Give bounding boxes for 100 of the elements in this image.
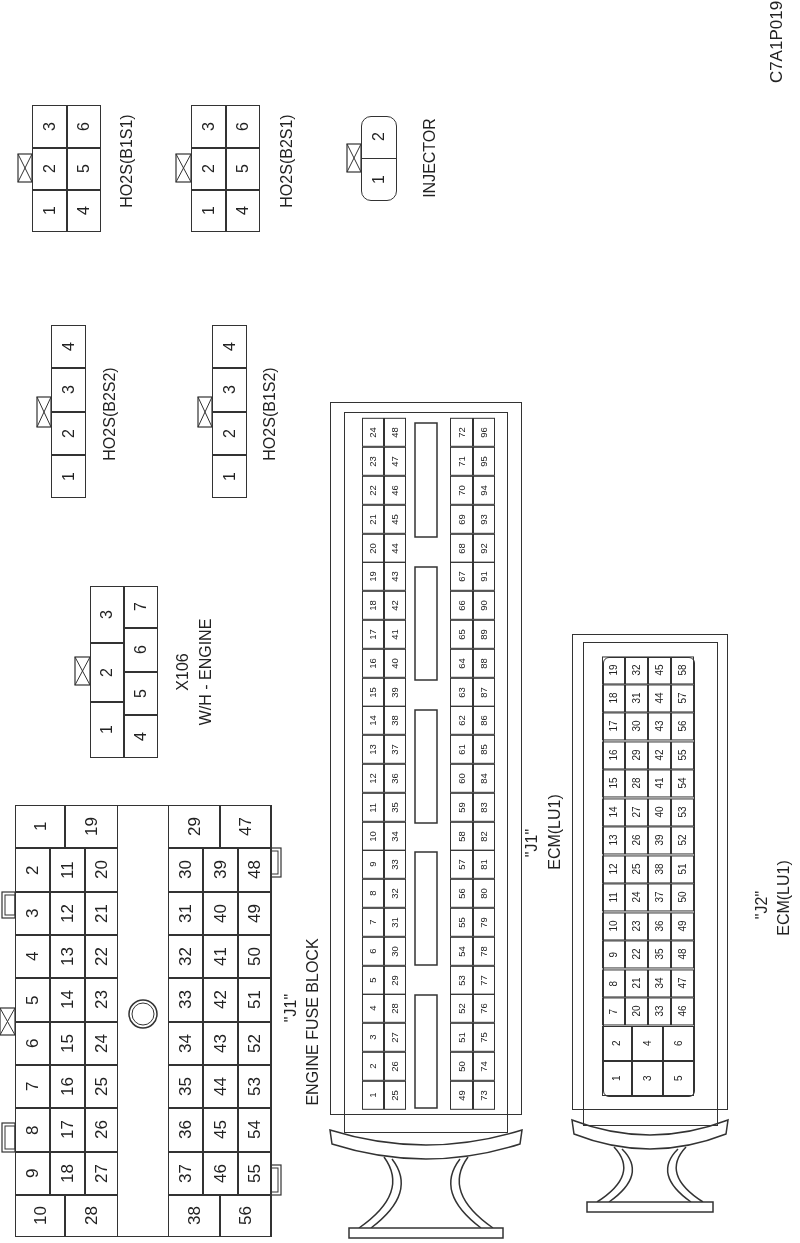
pin-cell: 1: [190, 189, 226, 232]
connector-face: [572, 634, 728, 1110]
pin-cell: 3: [89, 585, 124, 643]
pin-cell: 55: [670, 740, 694, 770]
pin-cell: 31: [167, 891, 203, 935]
pin-cell: 39: [202, 847, 238, 892]
pin-cell: 31: [624, 683, 648, 713]
pin-cell: 2: [211, 411, 247, 455]
pin-cell: 16: [361, 648, 384, 678]
pin-cell: 54: [237, 1107, 271, 1152]
connector-label: "J2": [753, 890, 771, 920]
pin-cell: 23: [84, 977, 118, 1022]
pin-cell: 3: [211, 367, 247, 412]
pin-cell: 70: [449, 475, 473, 505]
pin-cell: 24: [361, 418, 384, 448]
pin-cell: 45: [383, 504, 406, 534]
pin-cell: 39: [647, 826, 671, 855]
pin-cell: 87: [472, 677, 495, 707]
pin-cell: 19: [601, 655, 625, 684]
pin-cell: 5: [361, 965, 384, 995]
pin-cell: 2: [190, 147, 226, 190]
pin-cell: 25: [383, 1080, 406, 1110]
pin-cell: 83: [472, 792, 495, 822]
pin-cell: 95: [472, 447, 495, 476]
pin-cell: 59: [449, 792, 473, 822]
pin-cell: 43: [383, 562, 406, 592]
pin-cell: 45: [647, 655, 671, 684]
pin-cell: 31: [383, 907, 406, 937]
pin-cell: 74: [472, 1051, 495, 1081]
pin-cell: 42: [383, 591, 406, 620]
pin-cell: 1: [89, 701, 124, 758]
pin-cell: 3: [631, 1060, 663, 1096]
pin-cell: 43: [647, 712, 671, 741]
pin-cell: 41: [647, 769, 671, 798]
pin-cell: 47: [670, 968, 694, 998]
pin-cell: 33: [383, 850, 406, 880]
pin-cell: 90: [472, 591, 495, 620]
pin-cell: 11: [361, 792, 384, 822]
pin-cell: 32: [167, 934, 203, 978]
pin-cell: 3: [50, 367, 86, 412]
pin-cell: 61: [449, 735, 473, 764]
pin-cell: 12: [361, 763, 384, 793]
pin-cell: 14: [601, 797, 625, 827]
pin-cell: 71: [449, 447, 473, 476]
figure-code: C7A1P019: [767, 0, 787, 84]
pin-cell: 15: [361, 677, 384, 707]
pin-cell: 11: [49, 847, 85, 892]
pin-cell: 49: [237, 891, 271, 935]
pin-cell: 19: [64, 804, 118, 848]
pin-cell: 27: [624, 797, 648, 827]
pin-cell: 24: [624, 883, 648, 912]
pin-cell: 15: [49, 1021, 85, 1065]
pin-cell: 49: [670, 911, 694, 941]
pin-cell: 55: [449, 907, 473, 937]
pin-cell: 47: [219, 804, 271, 848]
pin-cell: 30: [624, 712, 648, 741]
pin-cell: 9: [14, 1151, 50, 1195]
connector-label: ECM(LU1): [775, 860, 793, 936]
pin-cell: 19: [361, 562, 384, 592]
pin-cell: 22: [624, 940, 648, 969]
pin-cell: 37: [383, 735, 406, 764]
pin-cell: 3: [361, 1023, 384, 1052]
pin-cell: 36: [383, 763, 406, 793]
pin-cell: 44: [383, 533, 406, 563]
pin-cell: 53: [237, 1064, 271, 1108]
pin-cell: 32: [624, 655, 648, 684]
pin-cell: 16: [49, 1064, 85, 1108]
pin-cell: 91: [472, 562, 495, 592]
pin-cell: 17: [361, 619, 384, 649]
pin-cell: 8: [361, 879, 384, 908]
pin-cell: 11: [601, 883, 625, 912]
pin-cell: 40: [383, 648, 406, 678]
connector-label: "J1": [523, 828, 541, 858]
pin-cell: 39: [383, 677, 406, 707]
pin-cell: 4: [225, 189, 260, 232]
pin-cell: 36: [647, 911, 671, 941]
pin-cell: 8: [14, 1107, 50, 1152]
pin-cell: 1: [14, 804, 65, 848]
pin-cell: 10: [601, 911, 625, 941]
pin-cell: 67: [449, 562, 473, 592]
pin-cell: 12: [601, 854, 625, 884]
connector-label: ENGINE FUSE BLOCK: [304, 938, 322, 1106]
pin-cell: 72: [449, 418, 473, 448]
connector-face: [90, 586, 158, 758]
pin-cell: 5: [662, 1060, 694, 1096]
pin-cell: 3: [14, 891, 50, 935]
pin-cell: 33: [167, 977, 203, 1022]
pin-cell: 80: [472, 879, 495, 908]
pin-cell: 34: [647, 968, 671, 998]
pin-cell: 35: [167, 1064, 203, 1108]
pin-cell: 96: [472, 418, 495, 448]
pin-cell: 76: [472, 994, 495, 1024]
connector-label: HO2S(B1S2): [261, 367, 279, 461]
pin-cell: 46: [383, 475, 406, 505]
pin-cell: 79: [472, 907, 495, 937]
pin-cell: 40: [202, 891, 238, 935]
pin-cell: 22: [361, 475, 384, 505]
pin-cell: 17: [49, 1107, 85, 1152]
pin-cell: 53: [449, 965, 473, 995]
pin-cell: 51: [449, 1023, 473, 1052]
